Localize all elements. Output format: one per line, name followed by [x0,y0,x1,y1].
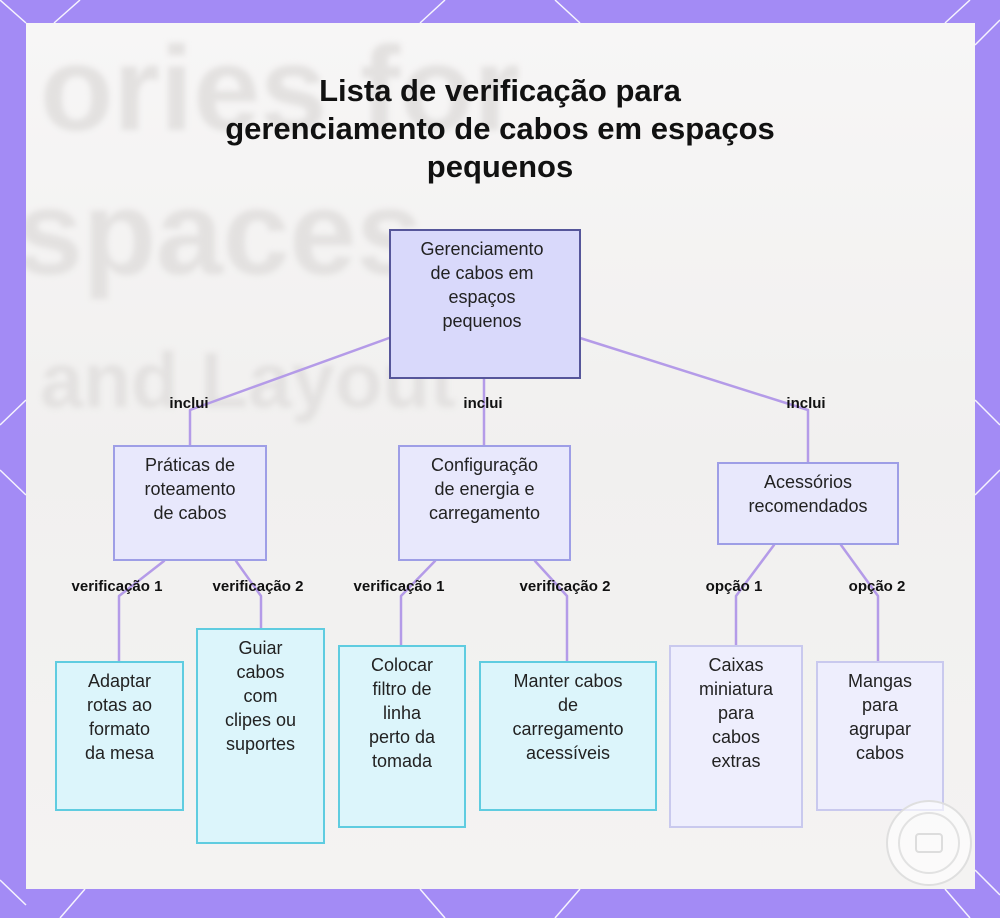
edge-power-check2 [535,561,567,661]
logo-badge-icon [886,800,972,886]
edge-label-power-check1: verificação 1 [354,578,445,595]
node-cable-routing: Práticas de roteamento de cabos [113,445,267,561]
node-routing-check-1: Adaptar rotas ao formato da mesa [55,661,184,811]
edge-accessories-opt2 [841,545,878,661]
edge-power-check1 [401,561,435,645]
node-accessories-option-2: Mangas para agrupar cabos [816,661,944,811]
edge-label-accessories-opt1: opção 1 [706,578,763,595]
node-root: Gerenciamento de cabos em espaços pequen… [389,229,581,379]
edge-label-root-power: inclui [463,395,502,412]
node-power-check-1: Colocar filtro de linha perto da tomada [338,645,466,828]
node-power-setup: Configuração de energia e carregamento [398,445,571,561]
edge-accessories-opt1 [736,545,774,645]
edge-label-root-routing: inclui [169,395,208,412]
node-accessories: Acessórios recomendados [717,462,899,545]
edge-root-accessories [580,338,808,462]
edge-label-accessories-opt2: opção 2 [849,578,906,595]
edge-label-routing-check2: verificação 2 [213,578,304,595]
edge-label-routing-check1: verificação 1 [72,578,163,595]
edge-label-power-check2: verificação 2 [520,578,611,595]
node-power-check-2: Manter cabos de carregamento acessíveis [479,661,657,811]
edge-root-routing [190,338,389,445]
edge-routing-check1 [119,561,164,661]
edge-label-root-accessories: inclui [786,395,825,412]
node-routing-check-2: Guiar cabos com clipes ou suportes [196,628,325,844]
node-accessories-option-1: Caixas miniatura para cabos extras [669,645,803,828]
